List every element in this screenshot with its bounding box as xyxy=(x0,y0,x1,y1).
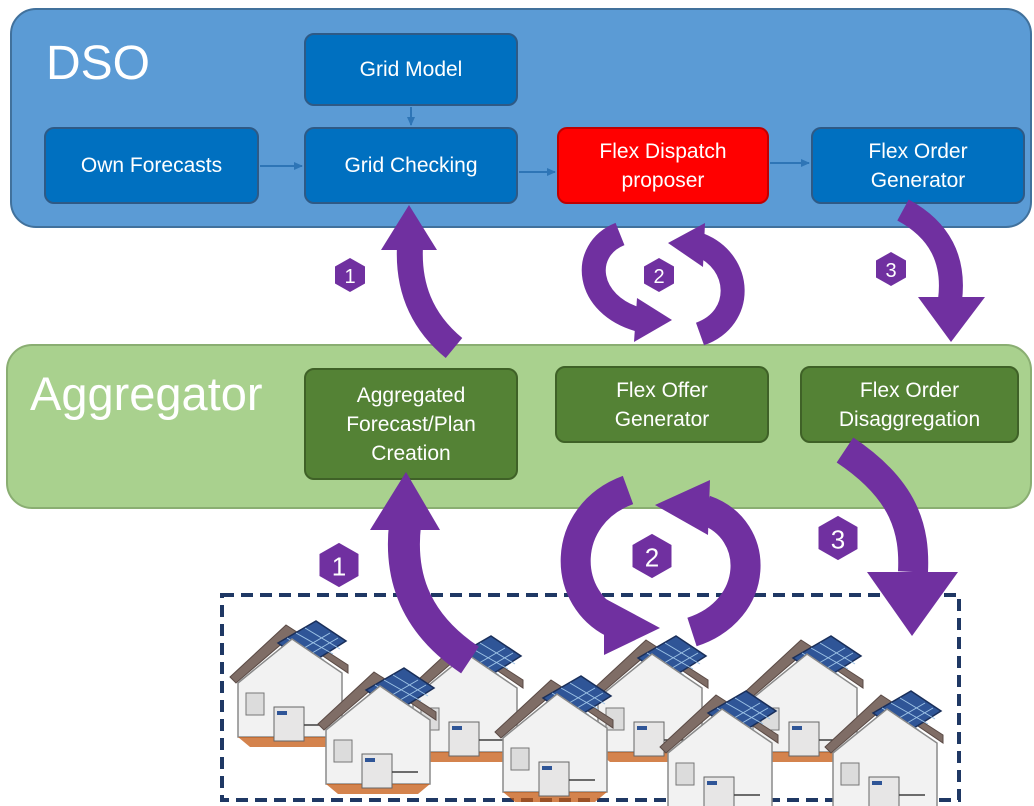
step-marker-3-lower: 3 xyxy=(818,515,858,561)
step-marker-3-upper-label: 3 xyxy=(885,260,896,282)
step-marker-1-upper: 1 xyxy=(335,258,365,292)
dso-title: DSO xyxy=(46,37,151,90)
aggregator-title: Aggregator xyxy=(30,367,263,420)
step-marker-3-lower-label: 3 xyxy=(831,524,845,554)
own-forecasts-box: Own Forecasts xyxy=(44,127,259,204)
step-marker-3-upper: 3 xyxy=(876,252,906,286)
step-marker-1-lower-label: 1 xyxy=(332,551,346,581)
step-marker-2-lower: 2 xyxy=(632,533,672,579)
flow-arrow-3-lower xyxy=(836,437,958,636)
step-marker-1-upper-label: 1 xyxy=(344,266,355,288)
step-marker-2-lower-label: 2 xyxy=(645,542,659,572)
flex-order-generator-box: Flex Order Generator xyxy=(811,127,1025,204)
flex-offer-generator-box: Flex Offer Generator xyxy=(555,366,769,443)
grid-checking-box: Grid Checking xyxy=(304,127,518,204)
aggregated-forecast-plan-creation-box: Aggregated Forecast/Plan Creation xyxy=(304,368,518,480)
flow-arrow-3-upper xyxy=(896,199,985,342)
step-marker-2-upper-label: 2 xyxy=(653,266,664,288)
flex-dispatch-proposer-box: Flex Dispatch proposer xyxy=(557,127,769,204)
flow-arrow-2-lower xyxy=(560,475,761,655)
grid-model-box: Grid Model xyxy=(304,33,518,106)
flex-order-disaggregation-box: Flex Order Disaggregation xyxy=(800,366,1019,443)
flow-arrow-2-upper xyxy=(581,222,745,346)
flow-arrow-1-upper xyxy=(381,205,463,359)
step-marker-1-lower: 1 xyxy=(319,542,359,588)
flow-arrow-1-lower xyxy=(370,472,480,674)
step-marker-2-upper: 2 xyxy=(644,258,674,292)
